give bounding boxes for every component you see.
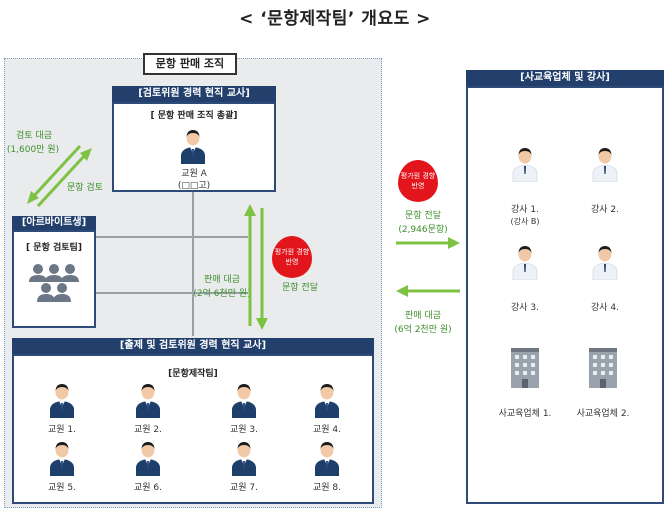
instructor-4-icon	[591, 244, 619, 280]
deliver-label-left: 문항 전달	[282, 283, 318, 293]
maker-team-title: [문항제작팀]	[168, 369, 218, 379]
teacher-6-icon	[134, 440, 162, 476]
teacher-6-label: 교원 6.	[133, 483, 162, 493]
teacher-4-icon	[313, 382, 341, 418]
maker-header: [출제 및 검토위원 경력 현직 교사]	[12, 338, 374, 354]
deliver-arrow-right	[396, 237, 460, 249]
academy-2-name: 사교육업체 2.	[576, 409, 630, 419]
teacher-5-icon	[48, 440, 76, 476]
connector-line	[96, 292, 248, 294]
review-label: 문항 검토	[67, 183, 103, 193]
connector-line	[96, 236, 248, 238]
teacher-3-label: 교원 3.	[229, 425, 258, 435]
reviewer-header: [검토위원 경력 현직 교사]	[112, 86, 276, 102]
teacher-a-label: 교원 A	[181, 169, 207, 179]
trend-badge-left: 평가원 경향 반영	[272, 236, 312, 278]
instructor-4-name: 강사 4.	[590, 303, 619, 313]
academy-2-building-icon	[585, 344, 621, 388]
review-team-title: [ 문항 검토팀]	[26, 243, 82, 253]
teacher-1-icon	[48, 382, 76, 418]
academy-1-name: 사교육업체 1.	[498, 409, 552, 419]
sales-fee-label: 판매 대금	[204, 275, 240, 285]
academy-1-building-icon	[507, 344, 543, 388]
maker-team-box	[12, 354, 374, 504]
academy-box	[466, 86, 664, 504]
connector-line	[192, 192, 194, 336]
instructor-1-icon	[511, 146, 539, 182]
review-team-group-icon	[24, 262, 84, 304]
instructor-1-alias: (강사 B)	[510, 217, 540, 226]
teacher-8-label: 교원 8.	[312, 483, 341, 493]
teacher-5-label: 교원 5.	[47, 483, 76, 493]
teacher-2-icon	[134, 382, 162, 418]
review-arrows	[27, 144, 92, 208]
teacher-7-icon	[230, 440, 258, 476]
deliver-label: 문항 전달	[405, 211, 441, 221]
org-title: 문항 판매 조직	[143, 53, 237, 75]
parttime-header: [아르바이트생]	[12, 216, 96, 230]
instructor-1-name: 강사 1.	[510, 205, 539, 215]
review-fee-amount: (1,600만 원)	[6, 145, 60, 155]
sales-deliver-arrows	[244, 204, 268, 330]
teacher-2-label: 교원 2.	[133, 425, 162, 435]
teacher-8-icon	[313, 440, 341, 476]
diagram-title: < ‘문항제작팀’ 개요도 >	[239, 9, 431, 29]
academy-header: [사교육업체 및 강사]	[466, 70, 664, 86]
chief-box-title: [ 문항 판매 조직 총괄]	[150, 111, 238, 121]
instructor-2-icon	[591, 146, 619, 182]
sales-amount: (6억 2천만 원)	[394, 325, 452, 335]
deliver-amount: (2,946문항)	[398, 225, 448, 235]
sales-arrow-left	[396, 285, 460, 297]
teacher-a-school: (□□고)	[177, 181, 211, 191]
instructor-3-name: 강사 3.	[510, 303, 539, 313]
sales-label: 판매 대금	[405, 311, 441, 321]
sales-fee-amount: (2억 6천만 원)	[193, 289, 251, 299]
instructor-3-icon	[511, 244, 539, 280]
review-fee-label: 검토 대금	[16, 131, 52, 141]
teacher-3-icon	[230, 382, 258, 418]
teacher-7-label: 교원 7.	[229, 483, 258, 493]
teacher-4-label: 교원 4.	[312, 425, 341, 435]
teacher-1-label: 교원 1.	[47, 425, 76, 435]
instructor-2-name: 강사 2.	[590, 205, 619, 215]
teacher-a-icon	[179, 128, 207, 164]
trend-badge-middle: 평가원 경향 반영	[398, 160, 438, 202]
